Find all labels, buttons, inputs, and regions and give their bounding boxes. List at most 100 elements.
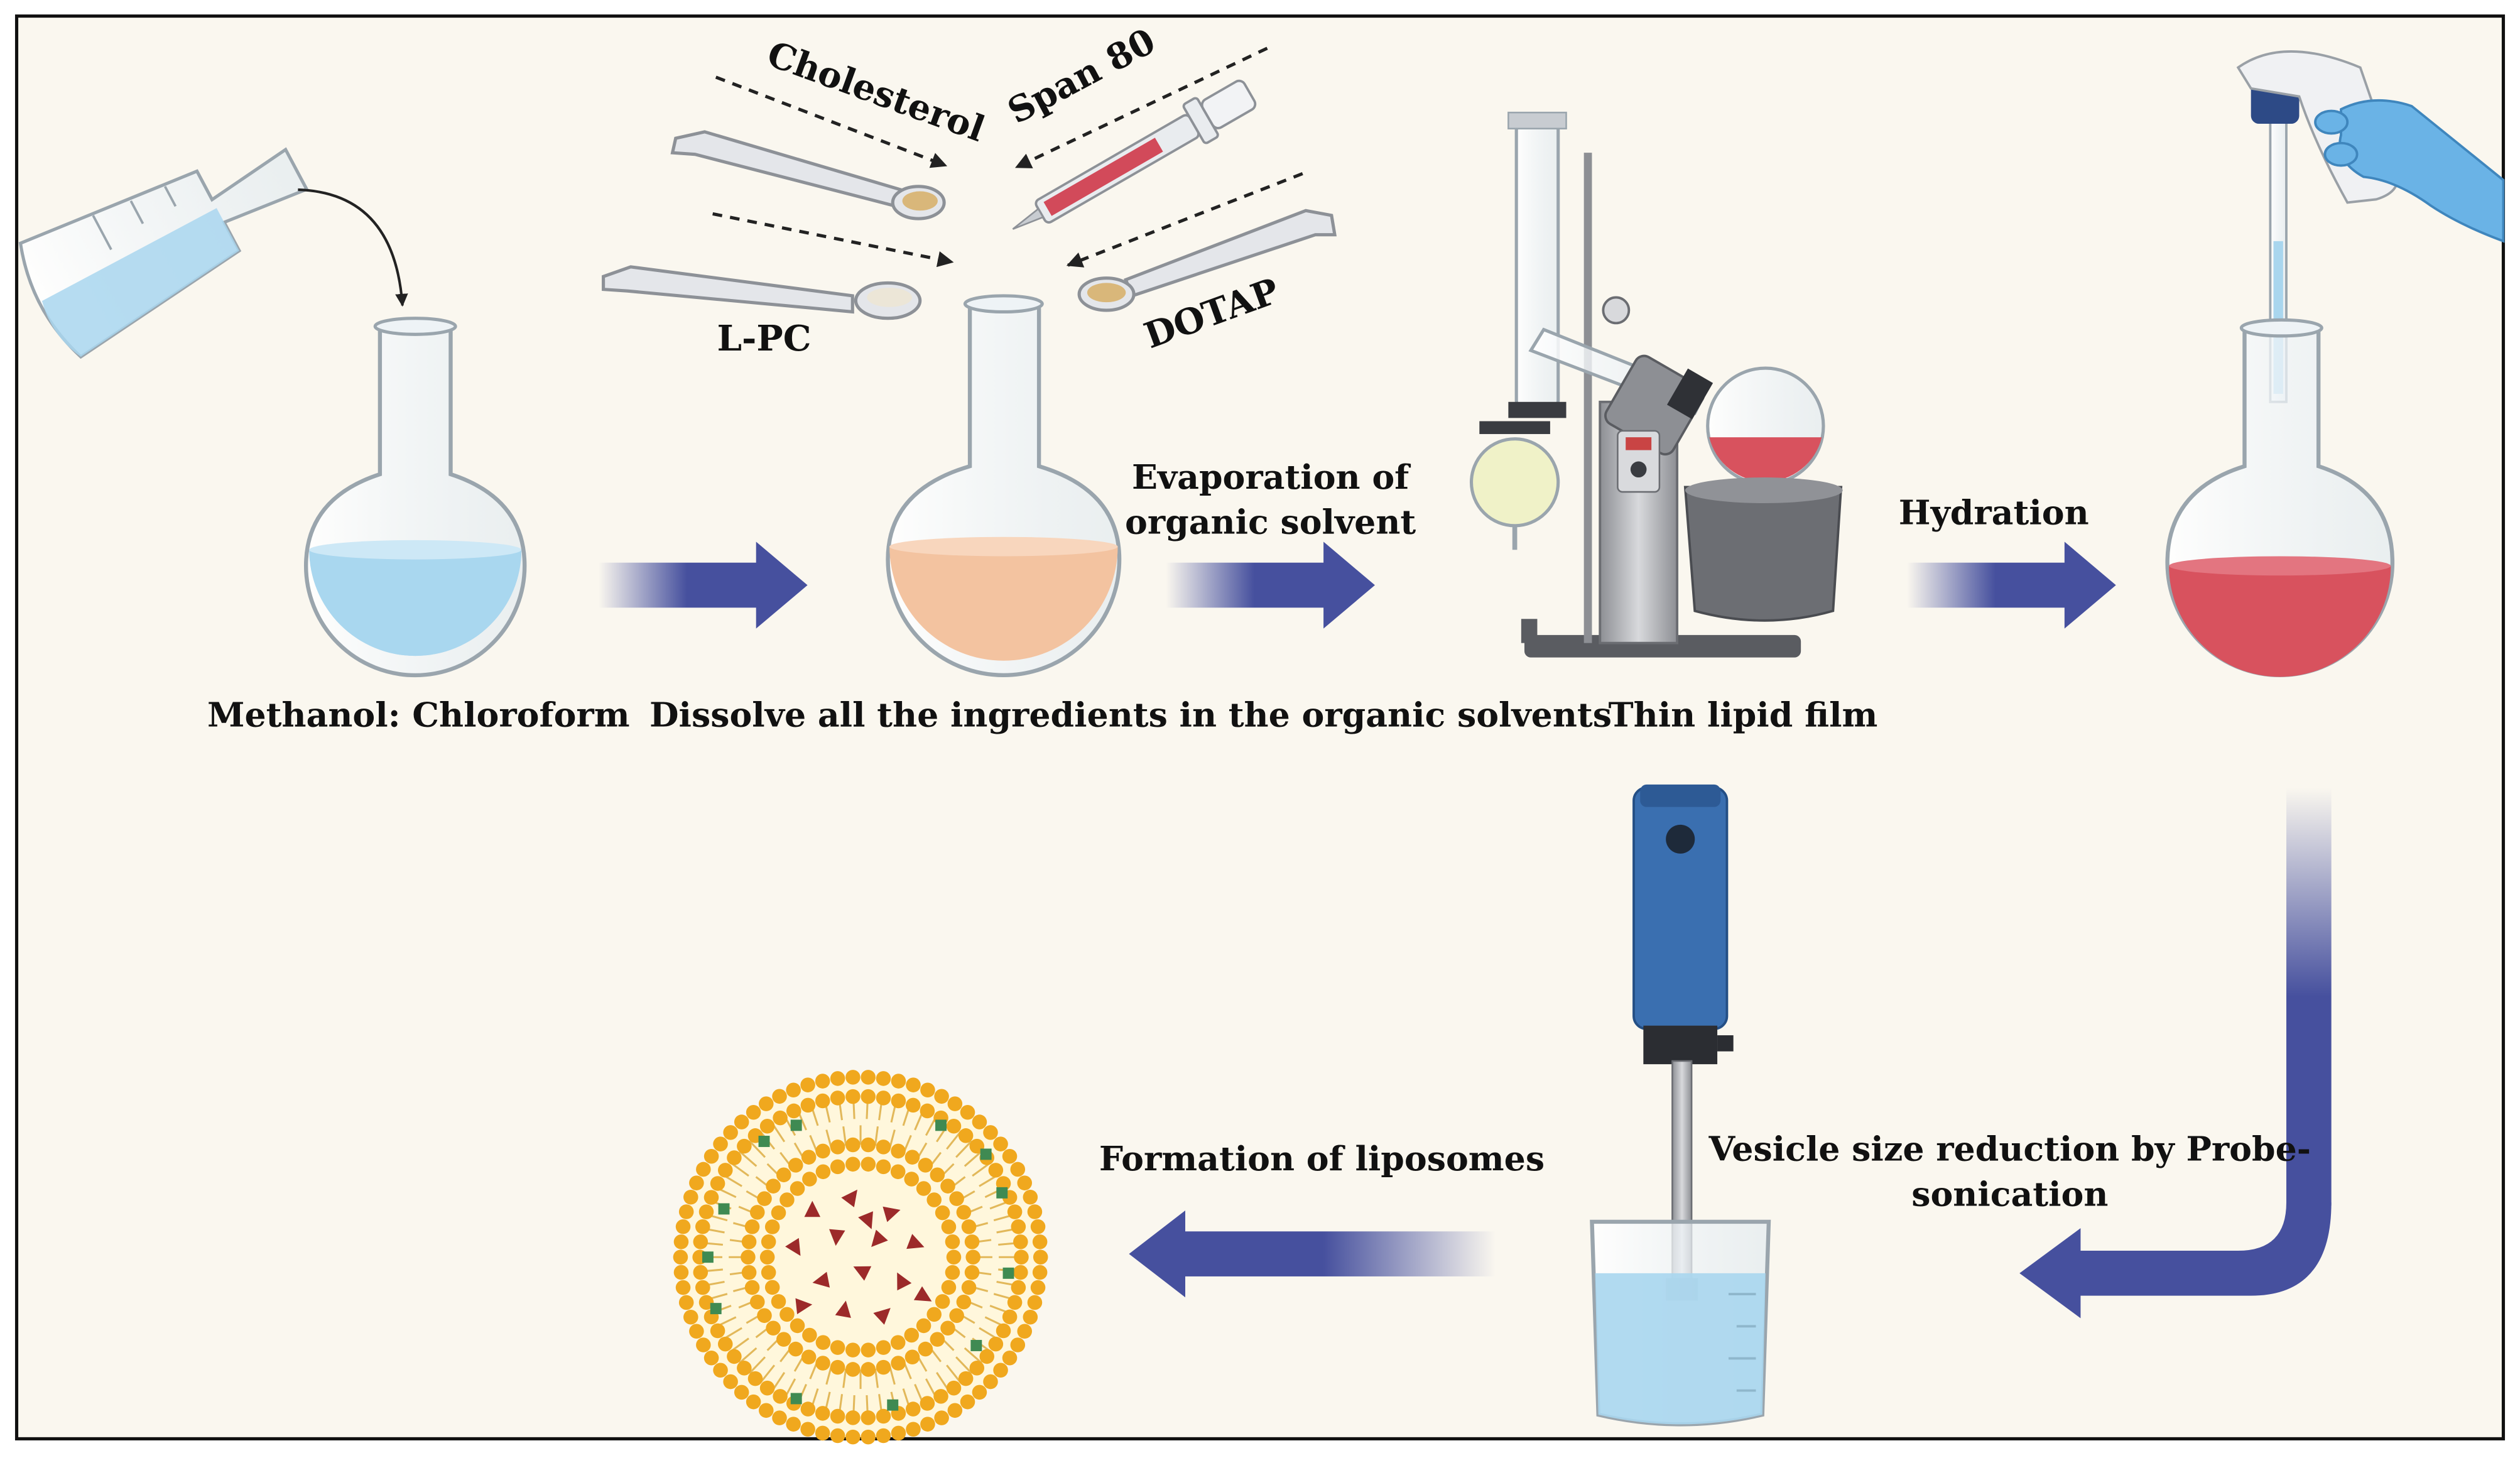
lipid-head [845,1342,861,1357]
lipid-head [1023,1189,1038,1205]
lipid-head [727,1349,742,1364]
lipid-head [801,1349,817,1365]
lipid-head [815,1074,830,1089]
lipid-head [1011,1219,1026,1234]
lipid-head [757,1191,772,1206]
payload-triangle [785,1238,801,1256]
beaker-icon [1590,1219,1771,1427]
lipid-head [916,1181,931,1196]
lipid-head [861,1410,876,1425]
lipid-head [741,1249,756,1265]
flow-arrow-4 [2019,787,2332,1319]
lipid-head [861,1156,876,1172]
dashed-arrow-lpc [712,212,954,268]
lipid-head [703,1350,719,1366]
lipid-head [1032,1265,1048,1280]
gloved-hand-icon [2314,99,2505,243]
round-bottom-flask-icon [886,294,1122,678]
lipid-head [876,1091,891,1106]
round-bottom-flask-icon [2165,318,2395,677]
lipid-head [1030,1280,1046,1295]
lipid-head [678,1295,694,1310]
lipid-head [930,1167,945,1183]
lipid-head [941,1219,957,1234]
lipid-head [845,1410,861,1425]
lipid-head [861,1342,876,1357]
lipid-head [1010,1162,1026,1177]
lipid-head [1032,1234,1048,1249]
lipid-head [759,1118,775,1134]
payload-triangle [897,1272,912,1291]
lipid-head [946,1118,962,1134]
dashed-arrow-span80 [1014,46,1268,169]
lipid-head [673,1234,689,1249]
label-sonication-1: Vesicle size reduction by Probe- [1708,1129,2311,1169]
lipid-head [698,1295,714,1310]
payload-triangle [812,1271,830,1288]
lipid-head [988,1336,1004,1352]
lipid-tail [749,1140,766,1158]
flow-arrow-5 [1129,1210,1496,1298]
label-hydration: Hydration [1899,492,2089,532]
lipid-head [965,1249,980,1265]
lipid-head [1013,1265,1028,1280]
payload-triangle [835,1300,851,1318]
lipid-head [876,1159,891,1175]
label-evaporation-2: organic solvent [1125,503,1416,542]
lipid-head [786,1103,801,1119]
payload-triangle [841,1189,857,1207]
lipid-head [993,1136,1008,1151]
lipid-head [876,1408,891,1424]
lipid-head [749,1294,765,1310]
lipid-head [920,1082,935,1098]
lipid-head [983,1374,998,1390]
lipid-head [983,1125,998,1140]
lipid-head [845,1362,861,1377]
lipid-head [891,1093,906,1109]
lipid-head [786,1082,801,1098]
lipid-head [1027,1295,1043,1310]
lipid-head [979,1349,994,1364]
lipid-head [904,1172,920,1187]
lipid-head [802,1327,817,1343]
lipid-head [861,1070,876,1085]
lipid-head [1002,1148,1018,1164]
lipid-head [718,1163,733,1178]
pour-arrow [298,188,408,307]
lipid-head [830,1408,845,1424]
lipid-head [876,1071,891,1086]
payload-square [980,1148,992,1160]
lipid-tail [842,1368,847,1388]
lipid-head [964,1234,980,1249]
lipid-head [815,1093,830,1109]
lipid-head [723,1374,738,1390]
lipid-head [830,1359,845,1375]
dashed-arrow-dotap [1066,172,1303,268]
lipid-head [764,1219,780,1234]
payload-square [970,1340,982,1351]
label-sonication-2: sonication [1911,1174,2108,1214]
lipid-head [741,1234,757,1249]
lipid-head [940,1320,955,1336]
payload-square [790,1119,802,1131]
lipid-head [933,1389,948,1404]
lipid-tail [964,1150,982,1167]
flow-arrow-2 [1166,541,1375,629]
lipid-head [935,1294,950,1309]
lipid-head [845,1137,861,1153]
lipid-head [904,1150,920,1165]
lipid-head [926,1307,942,1322]
lipid-head [891,1425,906,1441]
lipid-head [815,1164,831,1180]
lipid-head [773,1389,788,1404]
lipid-head [815,1356,830,1371]
lipid-head [727,1150,742,1165]
lipid-head [759,1403,774,1418]
label-lpc: L-PC [717,318,811,359]
lipid-tail [874,1368,879,1388]
lipid-head [904,1349,920,1365]
lipid-head [734,1385,749,1400]
lipid-head [675,1280,691,1295]
lipid-tail [955,1140,973,1158]
